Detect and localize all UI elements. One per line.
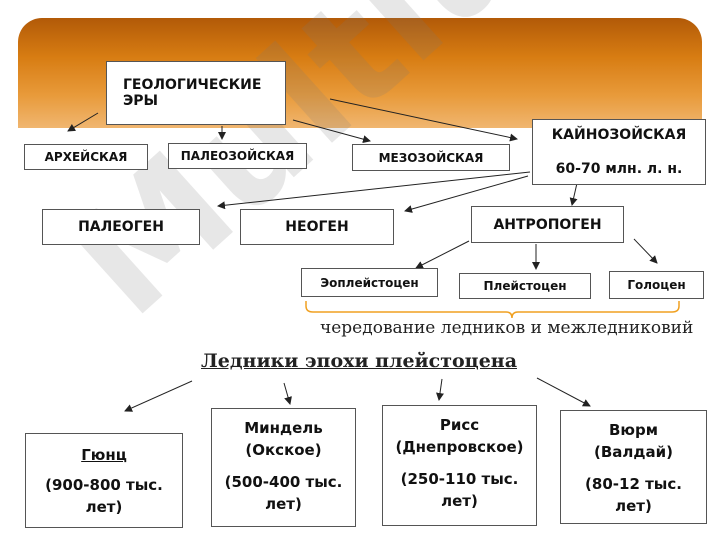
period-paleogene: ПАЛЕОГЕН xyxy=(42,209,200,245)
glacier-wurm-name: Вюрм xyxy=(608,421,658,439)
era-paleozoic: ПАЛЕОЗОЙСКАЯ xyxy=(168,143,307,169)
glacier-riss-name: Рисс xyxy=(439,416,480,434)
glacier-riss-age: (250-110 тыс. лет) xyxy=(400,470,519,510)
glacier-gunz-alt xyxy=(26,466,182,474)
glacier-riss: Рисс (Днепровское) (250-110 тыс. лет) xyxy=(382,405,537,526)
era-cenozoic-label: КАЙНОЗОЙСКАЯ xyxy=(551,127,687,143)
era-archean-label: АРХЕЙСКАЯ xyxy=(44,150,128,164)
era-cenozoic: КАЙНОЗОЙСКАЯ 60-70 млн. л. н. xyxy=(532,119,706,185)
period-neogene-label: НЕОГЕН xyxy=(285,219,349,235)
glacier-mindel-age: (500-400 тыс. лет) xyxy=(224,473,343,513)
epoch-holocene-label: Голоцен xyxy=(627,278,686,292)
arrow-to-holocene xyxy=(633,238,658,264)
arrow-to-gunz xyxy=(124,380,193,412)
glacier-wurm-age: (80-12 тыс. лет) xyxy=(585,475,682,515)
glacier-mindel-name: Миндель xyxy=(244,419,323,437)
epoch-eopleistocene: Эоплейстоцен xyxy=(301,268,438,297)
epoch-eopleistocene-label: Эоплейстоцен xyxy=(320,275,419,290)
glacier-riss-alt: (Днепровское) xyxy=(395,438,524,456)
glacier-gunz: Гюнц (900-800 тыс. лет) xyxy=(25,433,183,528)
era-mesozoic: МЕЗОЗОЙСКАЯ xyxy=(352,144,510,171)
arrow-to-eopleistocene xyxy=(415,240,470,269)
era-paleozoic-label: ПАЛЕОЗОЙСКАЯ xyxy=(180,149,295,163)
glacier-wurm-alt: (Валдай) xyxy=(594,443,673,461)
root-label: ГЕОЛОГИЧЕСКИЕ ЭРЫ xyxy=(123,77,262,109)
arrow-to-riss xyxy=(436,378,444,401)
epoch-pleistocene-label: Плейстоцен xyxy=(483,279,567,293)
glacier-wurm: Вюрм (Валдай) (80-12 тыс. лет) xyxy=(560,410,707,524)
root-box: ГЕОЛОГИЧЕСКИЕ ЭРЫ xyxy=(106,61,286,125)
glacier-mindel-alt: (Окское) xyxy=(245,441,322,459)
period-neogene: НЕОГЕН xyxy=(240,209,394,245)
arrow-to-mesozoic xyxy=(292,119,371,144)
arrow-to-mindel xyxy=(283,382,292,405)
arrow-to-paleogene xyxy=(217,171,531,210)
glaciers-title: Ледники эпохи плейстоцена xyxy=(201,350,518,372)
epoch-pleistocene: Плейстоцен xyxy=(459,273,591,299)
period-paleogene-label: ПАЛЕОГЕН xyxy=(78,219,164,235)
era-archean: АРХЕЙСКАЯ xyxy=(24,144,148,170)
arrow-to-cenozoic xyxy=(329,98,518,142)
period-anthropogene-label: АНТРОПОГЕН xyxy=(493,216,602,233)
pleistocene-brace xyxy=(305,301,680,319)
arrow-to-neogene xyxy=(404,175,529,213)
arrow-to-wurm xyxy=(536,377,591,407)
era-cenozoic-age: 60-70 млн. л. н. xyxy=(555,161,683,177)
arrow-to-archean xyxy=(67,112,99,132)
glacier-gunz-age: (900-800 тыс. лет) xyxy=(45,476,163,516)
era-mesozoic-label: МЕЗОЗОЙСКАЯ xyxy=(378,150,484,165)
epoch-holocene: Голоцен xyxy=(609,271,704,299)
alternation-note: чередование ледников и межледниковий xyxy=(320,318,694,338)
period-anthropogene: АНТРОПОГЕН xyxy=(471,206,624,243)
glacier-mindel: Миндель (Окское) (500-400 тыс. лет) xyxy=(211,408,356,527)
glacier-gunz-name: Гюнц xyxy=(81,446,127,464)
